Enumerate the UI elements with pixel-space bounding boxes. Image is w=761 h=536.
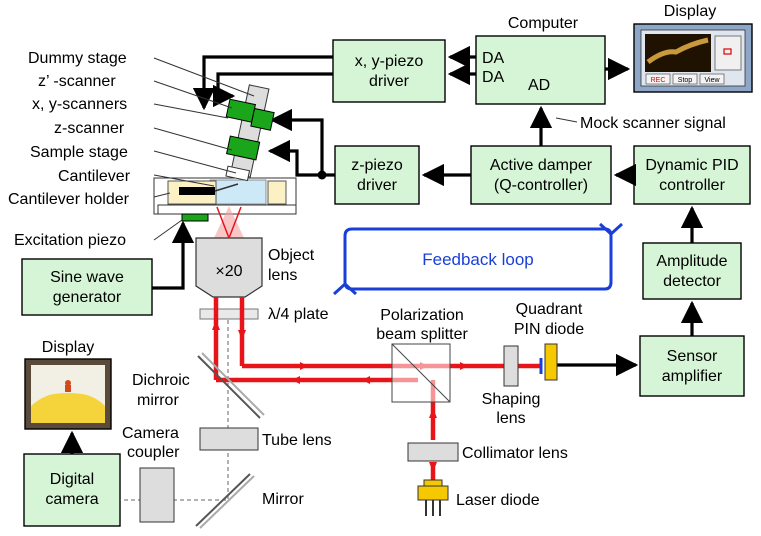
signal-wires [60, 45, 704, 454]
label-dummy-stage: Dummy stage [28, 50, 127, 67]
feedback-loop: Feedback loop [332, 222, 624, 296]
computer-ad: AD [528, 77, 550, 94]
xy-piezo-driver-block: x, y-piezo driver [332, 39, 446, 103]
computer-da1: DA [482, 50, 505, 67]
top-display: Display REC Stop View [633, 3, 753, 93]
amplitude-label-2: detector [663, 273, 721, 290]
label-object-lens-1: Object [268, 247, 315, 264]
feedback-loop-label: Feedback loop [422, 250, 534, 269]
left-display-title: Display [42, 339, 94, 356]
active-damper-label-1: Active damper [490, 157, 593, 174]
label-camera-coupler-1: Camera [122, 425, 179, 442]
camera-label-2: camera [45, 491, 98, 508]
label-collimator: Collimator lens [462, 445, 568, 462]
label-cantilever-holder: Cantilever holder [8, 191, 130, 208]
active-damper-block: Active damper (Q-controller) [470, 145, 612, 205]
stop-button-label: Stop [678, 77, 693, 84]
label-cantilever: Cantilever [58, 168, 131, 185]
label-quarter-plate: λ/4 plate [268, 306, 329, 323]
pid-label-2: controller [659, 177, 725, 194]
label-mirror: Mirror [262, 491, 304, 508]
label-shaping-lens-1: Shaping [482, 391, 541, 408]
xy-driver-label-2: driver [369, 73, 410, 90]
digital-camera-block: Digital camera [23, 453, 121, 527]
sensor-label-1: Sensor [667, 348, 718, 365]
computer-block: Computer DA DA AD [475, 15, 606, 105]
junction-dot [317, 170, 327, 180]
left-display: Display [24, 339, 112, 430]
label-quadrant-1: Quadrant [516, 301, 583, 318]
label-z-scanner: z-scanner [54, 120, 125, 137]
sine-label-2: generator [53, 289, 122, 306]
label-dichroic-1: Dichroic [132, 372, 190, 389]
label-object-lens-2: lens [268, 267, 297, 284]
label-mock-scanner-signal: Mock scanner signal [580, 115, 726, 132]
rec-button-label: REC [651, 77, 666, 84]
label-excitation-piezo: Excitation piezo [14, 232, 126, 249]
label-tube-lens: Tube lens [262, 432, 332, 449]
leader-lines [153, 57, 578, 241]
sine-label-1: Sine wave [50, 269, 124, 286]
label-pbs-1: Polarization [380, 307, 464, 324]
label-quadrant-2: PIN diode [514, 321, 584, 338]
amplitude-label-1: Amplitude [656, 253, 727, 270]
pid-label-1: Dynamic PID [645, 157, 738, 174]
sensor-label-2: amplifier [662, 368, 723, 385]
dynamic-pid-block: Dynamic PID controller [633, 145, 751, 205]
sine-wave-generator-block: Sine wave generator [21, 258, 153, 316]
view-button-label: View [704, 77, 720, 84]
label-laser-diode: Laser diode [456, 492, 540, 509]
computer-da2: DA [482, 69, 505, 86]
camera-label-1: Digital [50, 471, 94, 488]
label-dichroic-2: mirror [137, 392, 179, 409]
label-pbs-2: beam splitter [376, 326, 468, 343]
label-xy-scanners: x, y-scanners [32, 96, 127, 113]
component-labels: Dummy stage z’ -scanner x, y-scanners z-… [8, 50, 726, 509]
label-camera-coupler-2: coupler [127, 444, 180, 461]
active-damper-label-2: (Q-controller) [494, 177, 588, 194]
top-display-title: Display [664, 3, 716, 20]
computer-title: Computer [508, 15, 579, 32]
label-z-prime-scanner: z’ -scanner [38, 73, 116, 90]
scanner-assembly [153, 84, 297, 222]
label-shaping-lens-2: lens [496, 410, 525, 427]
sensor-amplifier-block: Sensor amplifier [639, 335, 745, 397]
z-driver-label-1: z-piezo [351, 157, 403, 174]
optics: ×20 [120, 206, 558, 529]
xy-driver-label-1: x, y-piezo [355, 53, 424, 70]
z-piezo-driver-block: z-piezo driver [334, 145, 420, 205]
amplitude-detector-block: Amplitude detector [642, 242, 742, 300]
z-driver-label-2: driver [357, 177, 398, 194]
label-sample-stage: Sample stage [30, 144, 128, 161]
objective-magnification: ×20 [215, 263, 242, 280]
